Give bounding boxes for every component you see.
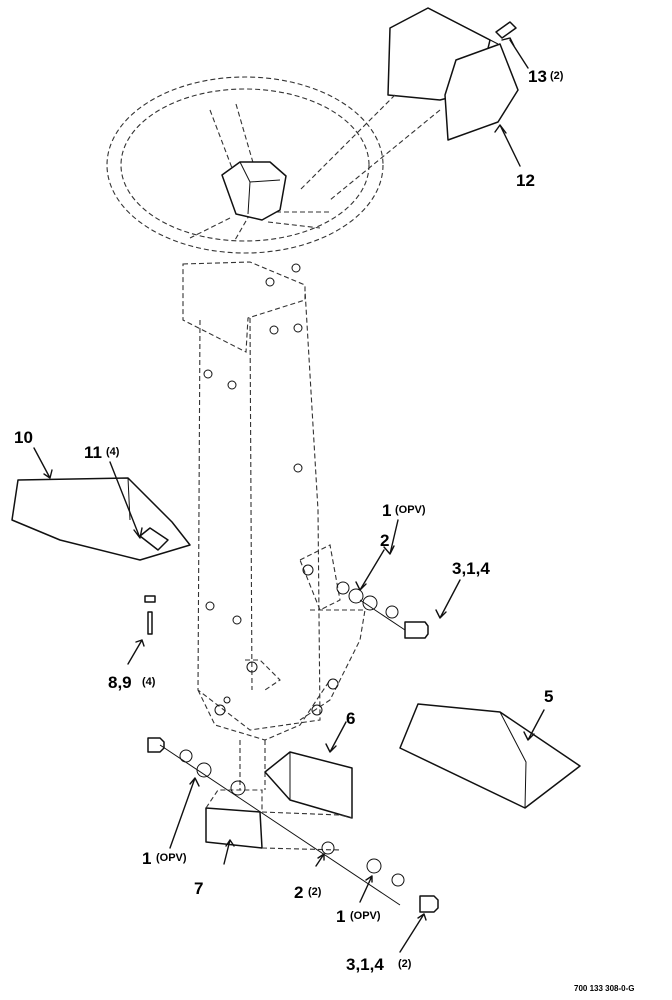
callout-8-9: 8,9 (4) [108,673,156,692]
callout-1-opv-upper: 1 (OPV) [382,501,426,520]
callout-qty: (2) [398,958,412,970]
callout-1-opv-left: 1 (OPV) [142,849,187,868]
callout-12: 12 [516,171,535,190]
callout-label: 11 [84,443,102,462]
callout-qty: (OPV) [350,910,381,922]
hardware [147,581,439,913]
callout-3-1-4-lower: 3,1,4 (2) [346,955,412,974]
callout-label: 3,1,4 [346,955,384,974]
callout-6: 6 [346,709,355,728]
callout-qty: (OPV) [156,852,187,864]
steering-column [182,261,366,790]
callout-label: 12 [516,171,535,190]
callout-label: 1 [382,501,391,520]
callout-1-opv-lower: 1 (OPV) [336,907,381,926]
callout-qty: (4) [142,676,156,688]
callout-label: 10 [14,428,33,447]
callout-qty: (4) [106,446,120,458]
callout-label: 2 [380,531,389,550]
callout-qty: (OPV) [395,504,426,516]
callout-label: 13 [528,67,547,86]
callout-label: 1 [336,907,345,926]
diagram-code: 700 133 308-0-G [574,984,635,993]
callout-5: 5 [544,687,553,706]
block-part-5 [399,703,581,809]
callout-label: 7 [194,879,203,898]
callout-qty: (2) [308,886,322,898]
block-part-6 [264,751,353,819]
callout-label: 2 [294,883,303,902]
block-part-7 [205,789,353,851]
steering-wheel [106,76,384,254]
callout-3-1-4-upper: 3,1,4 [452,559,490,578]
callout-label: 1 [142,849,151,868]
cover-part-10 [11,477,191,635]
callout-qty: (2) [550,70,564,82]
leader-lines [33,37,545,953]
callout-13: 13 (2) [528,67,564,86]
callout-label: 8,9 [108,673,132,692]
callout-7: 7 [194,879,203,898]
callout-label: 3,1,4 [452,559,490,578]
shield-part-12 [299,7,519,201]
callout-11: 11 (4) [84,443,120,462]
callout-label: 5 [544,687,553,706]
callout-2-upper: 2 [380,531,389,550]
callout-2-lower: 2 (2) [294,883,322,902]
callout-label: 6 [346,709,355,728]
callout-10: 10 [14,428,33,447]
